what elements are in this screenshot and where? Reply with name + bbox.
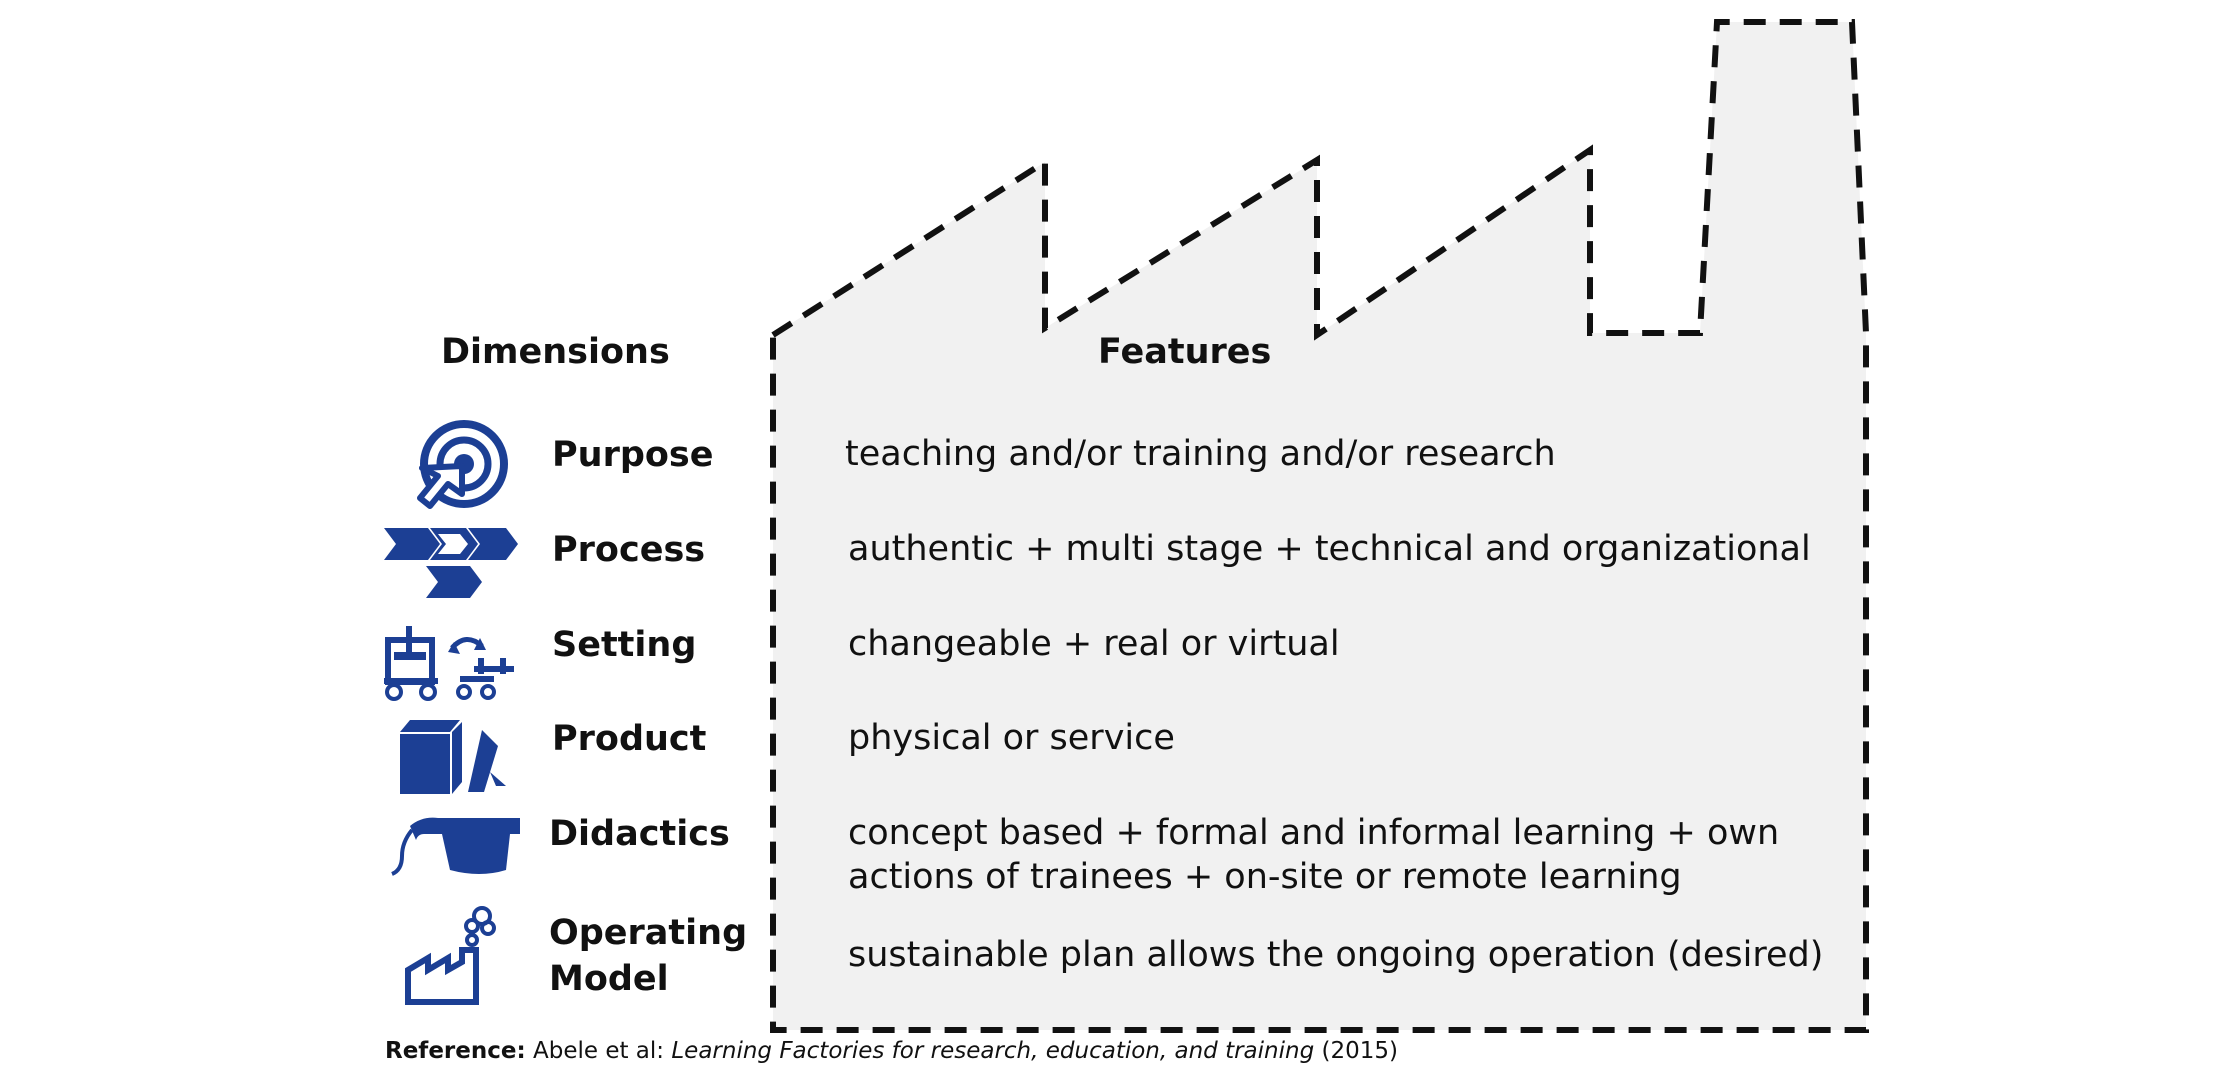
machine-layout-icon [382,622,522,722]
dimension-line: Operating [549,913,748,953]
reference-title: Learning Factories for research, educati… [671,1038,1315,1064]
process-chevrons-icon [382,526,522,626]
dimension-line: Model [549,959,669,999]
feature-purpose: teaching and/or training and/or research [845,432,1556,476]
dimension-purpose: Purpose [552,435,714,475]
feature-line: actions of trainees + on-site or remote … [848,857,1682,897]
feature-line: teaching and/or training and/or research [845,434,1556,474]
factory-icon [404,906,544,1006]
feature-operating-model: sustainable plan allows the ongoing oper… [848,933,1823,977]
graduation-cap-icon [388,812,528,912]
features-heading: Features [1098,332,1272,372]
feature-line: sustainable plan allows the ongoing oper… [848,935,1824,975]
dimension-product: Product [552,719,707,759]
reference: Reference: Abele et al: Learning Factori… [385,1038,1398,1064]
feature-line: authentic + multi stage + technical and … [848,529,1811,569]
box-and-service-icon [398,716,538,816]
feature-line: changeable + real or virtual [848,624,1340,664]
dimensions-heading: Dimensions [441,332,670,372]
dimension-setting: Setting [552,625,697,665]
feature-line: concept based + formal and informal lear… [848,813,1780,853]
dimension-process: Process [552,530,706,570]
dimension-operating-model: Operating Model [549,910,747,1002]
feature-line: physical or service [848,718,1175,758]
feature-product: physical or service [848,716,1175,760]
factory-shape [770,19,1869,1033]
reference-authors: Abele et al: [532,1038,665,1064]
reference-year: (2015) [1321,1038,1398,1064]
feature-didactics: concept based + formal and informal lear… [848,811,1779,899]
feature-setting: changeable + real or virtual [848,622,1340,666]
dimension-didactics: Didactics [549,814,730,854]
target-cursor-icon [392,414,532,514]
feature-process: authentic + multi stage + technical and … [848,527,1811,571]
reference-label: Reference: [385,1038,526,1064]
